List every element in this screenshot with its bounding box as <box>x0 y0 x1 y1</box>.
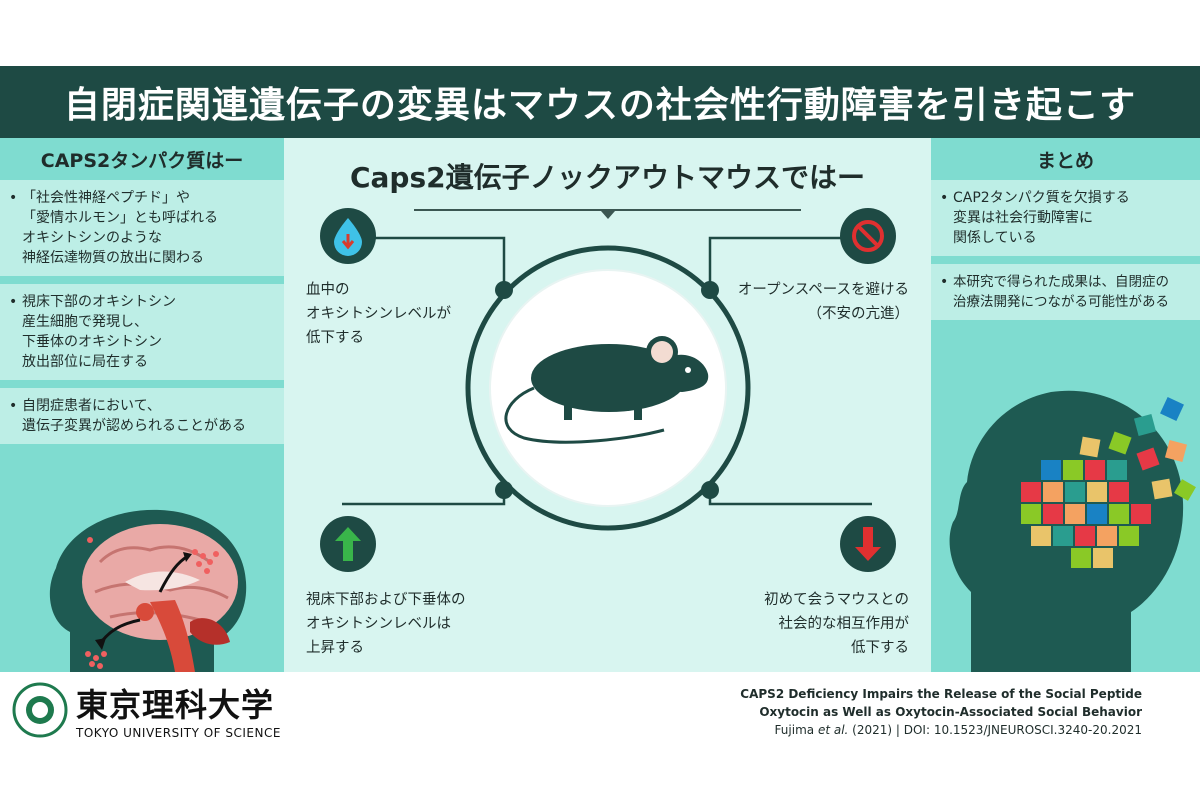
left-bullet-1-line-4: 神経伝達物質の放出に関わる <box>22 250 204 266</box>
arrow-up-icon <box>320 516 376 572</box>
university-seal-icon <box>12 682 68 738</box>
bottom-right-line-3: 低下する <box>851 640 909 656</box>
right-bullet-1-line-3: 関係している <box>953 230 1037 246</box>
connector-diagram <box>342 236 872 531</box>
citation-ref: Fujima et al. (2021) | DOI: 10.1523/JNEU… <box>740 721 1142 739</box>
university-name-jp: 東京理科大学 <box>76 686 275 724</box>
divider-pointer-icon <box>601 211 615 219</box>
middle-panel: Caps2遺伝子ノックアウトマウスではー <box>284 138 931 672</box>
left-bullet-2: 視床下部のオキシトシン 産生細胞で発現し、 下垂体のオキシトシン 放出部位に局在… <box>0 284 284 380</box>
drop-down-icon <box>320 208 376 264</box>
title-bar: 自閉症関連遺伝子の変異はマウスの社会性行動障害を引き起こす <box>0 66 1200 138</box>
left-panel: CAPS2タンパク質はー 「社会性神経ペプチド」や 「愛情ホルモン」とも呼ばれる… <box>0 138 284 672</box>
left-bullet-1-line-3: オキシトシンのような <box>22 230 162 246</box>
top-left-line-1: 血中の <box>306 282 350 298</box>
top-right-line-2: （不安の亢進） <box>807 306 910 322</box>
university-logo: 東京理科大学 TOKYO UNIVERSITY OF SCIENCE <box>12 680 281 740</box>
bottom-right-text: 初めて会うマウスとの 社会的な相互作用が 低下する <box>764 588 909 660</box>
top-left-line-2: オキシトシンレベルが <box>306 306 451 322</box>
left-bullet-3-line-2: 遺伝子変異が認められることがある <box>22 418 246 434</box>
middle-panel-heading: Caps2遺伝子ノックアウトマウスではー <box>349 161 866 194</box>
top-left-text: 血中の オキシトシンレベルが 低下する <box>306 278 451 350</box>
brain-illustration <box>49 509 247 672</box>
head-puzzle-illustration <box>949 390 1196 672</box>
citation-authors: Fujima <box>774 723 818 737</box>
page-title: 自閉症関連遺伝子の変異はマウスの社会性行動障害を引き起こす <box>63 85 1137 126</box>
top-right-line-1: オープンスペースを避ける <box>737 282 909 298</box>
bottom-right-line-1: 初めて会うマウスとの <box>764 592 909 608</box>
no-entry-icon <box>840 208 896 264</box>
left-panel-heading: CAPS2タンパク質はー <box>40 149 244 172</box>
mouse-icon <box>504 336 709 444</box>
left-bullet-2-line-3: 下垂体のオキシトシン <box>22 334 162 350</box>
paper-title-line-2: Oxytocin as Well as Oxytocin-Associated … <box>759 705 1142 719</box>
arrow-down-icon <box>840 516 896 572</box>
left-bullet-3: 自閉症患者において、 遺伝子変異が認められることがある <box>0 388 284 444</box>
left-bullet-2-line-2: 産生細胞で発現し、 <box>22 314 148 330</box>
citation-etal: et al. <box>817 723 849 737</box>
right-bullet-2-line-1: 本研究で得られた成果は、自閉症の <box>953 274 1169 290</box>
bottom-left-line-1: 視床下部および下垂体の <box>306 592 466 608</box>
right-bullet-1-line-2: 変異は社会行動障害に <box>953 210 1093 226</box>
left-bullet-2-line-1: 視床下部のオキシトシン <box>22 294 176 310</box>
right-bullet-2: 本研究で得られた成果は、自閉症の 治療法開発につながる可能性がある <box>931 264 1200 320</box>
university-name-en: TOKYO UNIVERSITY OF SCIENCE <box>76 726 281 740</box>
right-panel-heading: まとめ <box>1036 149 1094 172</box>
heading-divider <box>414 209 801 211</box>
top-left-line-3: 低下する <box>306 330 364 346</box>
right-panel: まとめ CAP2タンパク質を欠損する 変異は社会行動障害に 関係している 本研究… <box>931 138 1200 672</box>
left-bullet-3-line-1: 自閉症患者において、 <box>22 398 161 414</box>
right-bullet-1: CAP2タンパク質を欠損する 変異は社会行動障害に 関係している <box>931 180 1200 256</box>
paper-title-line-1: CAPS2 Deficiency Impairs the Release of … <box>740 687 1142 701</box>
bottom-right-line-2: 社会的な相互作用が <box>778 616 910 632</box>
citation-doi: (2021) | DOI: 10.1523/JNEUROSCI.3240-20.… <box>848 723 1142 737</box>
left-bullet-2-line-4: 放出部位に局在する <box>22 354 148 370</box>
left-bullet-1-line-2: 「愛情ホルモン」とも呼ばれる <box>22 210 218 226</box>
top-right-text: オープンスペースを避ける （不安の亢進） <box>738 278 909 326</box>
bottom-left-text: 視床下部および下垂体の オキシトシンレベルは 上昇する <box>306 588 466 660</box>
right-bullet-2-line-2: 治療法開発につながる可能性がある <box>953 294 1169 310</box>
bottom-left-line-2: オキシトシンレベルは <box>306 616 451 632</box>
right-bullet-1-line-1: CAP2タンパク質を欠損する <box>953 190 1130 206</box>
bottom-left-line-3: 上昇する <box>306 640 364 656</box>
left-bullet-1-line-1: 「社会性神経ペプチド」や <box>22 190 190 206</box>
left-bullet-1: 「社会性神経ペプチド」や 「愛情ホルモン」とも呼ばれる オキシトシンのような 神… <box>0 180 284 276</box>
citation: CAPS2 Deficiency Impairs the Release of … <box>740 685 1142 739</box>
